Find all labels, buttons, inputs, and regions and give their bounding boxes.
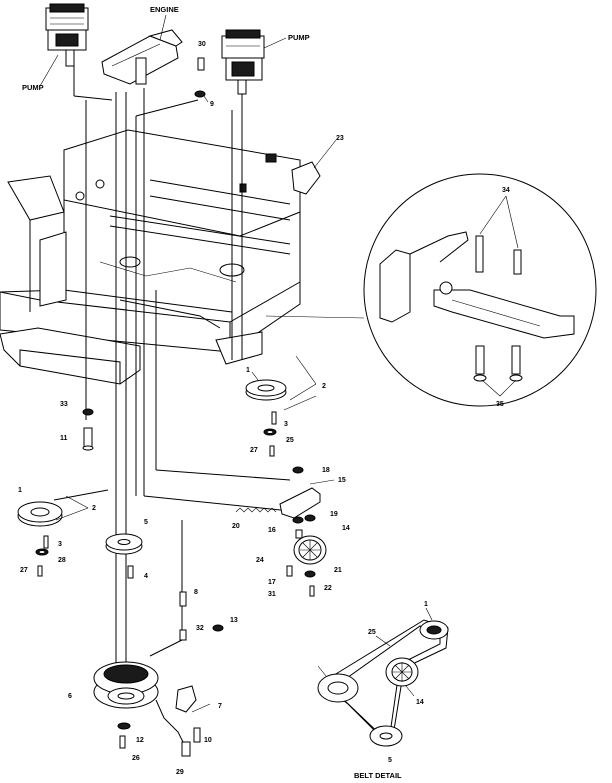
pump-right [221,29,265,95]
callout-29: 29 [176,769,184,776]
callout-1b: 1 [18,487,22,494]
callout-7: 7 [218,703,222,710]
callout-3b: 3 [58,541,62,548]
callout-15: 15 [338,477,346,484]
callout-13: 13 [230,617,238,624]
callout-19: 19 [330,511,338,518]
electric-clutch [93,661,211,757]
callout-27b: 27 [20,567,28,574]
callout-4: 4 [144,573,148,580]
callout-23: 23 [336,135,344,142]
callout-34: 34 [502,187,510,194]
callout-27a: 27 [250,447,258,454]
detail-circle [265,173,597,407]
callout-28: 28 [58,557,66,564]
callout-2a: 2 [322,383,326,390]
pump-right-label: PUMP [288,33,310,42]
callout-18: 18 [322,467,330,474]
pulley-left [17,495,89,577]
callout-25b: 25 [368,629,376,636]
callout-5b: 5 [388,757,392,764]
callout-12: 12 [136,737,144,744]
callout-14a: 14 [342,525,350,532]
callout-16: 16 [268,527,276,534]
callout-10: 10 [204,737,212,744]
callout-32: 32 [196,625,204,632]
pump-left [45,3,89,67]
callout-1c: 1 [424,601,428,608]
mower-frame [0,129,321,385]
belt-detail [317,607,449,747]
callout-31: 31 [268,591,276,598]
callout-33: 33 [60,401,68,408]
callout-25a: 25 [286,437,294,444]
belt-routing-lines [53,66,301,668]
callout-2b: 2 [92,505,96,512]
callout-3a: 3 [284,421,288,428]
idler-pulley-center [105,533,143,579]
callout-20: 20 [232,523,240,530]
engine-mount [101,29,183,85]
pump-left-label: PUMP [22,83,44,92]
callout-8: 8 [194,589,198,596]
pulley-upper-right [245,355,317,457]
callout-26: 26 [132,755,140,762]
belt-detail-label: BELT DETAIL [354,771,402,780]
callout-14b: 14 [416,699,424,706]
callout-6: 6 [68,693,72,700]
callout-17: 17 [268,579,276,586]
callout-22: 22 [324,585,332,592]
callout-24: 24 [256,557,264,564]
callout-9: 9 [210,101,214,108]
callout-30: 30 [198,41,206,48]
callout-35: 35 [496,401,504,408]
callout-21: 21 [334,567,342,574]
callout-1a: 1 [246,367,250,374]
callout-5a: 5 [144,519,148,526]
callout-11: 11 [60,435,68,442]
idler-arm-assembly [235,466,335,597]
engine-label: ENGINE [150,5,179,14]
